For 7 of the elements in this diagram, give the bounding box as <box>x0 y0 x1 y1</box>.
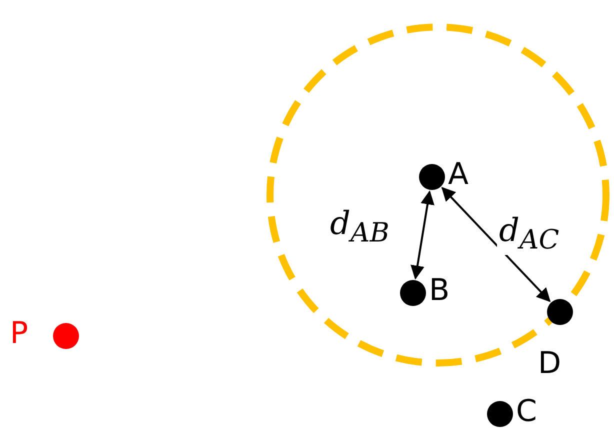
point-label: C <box>516 396 537 428</box>
point-label: P <box>10 318 28 350</box>
point-label: D <box>538 348 562 380</box>
point-label: A <box>448 159 469 191</box>
double-arrow <box>441 186 551 302</box>
double-arrow <box>410 190 434 280</box>
point-label: B <box>429 275 450 307</box>
